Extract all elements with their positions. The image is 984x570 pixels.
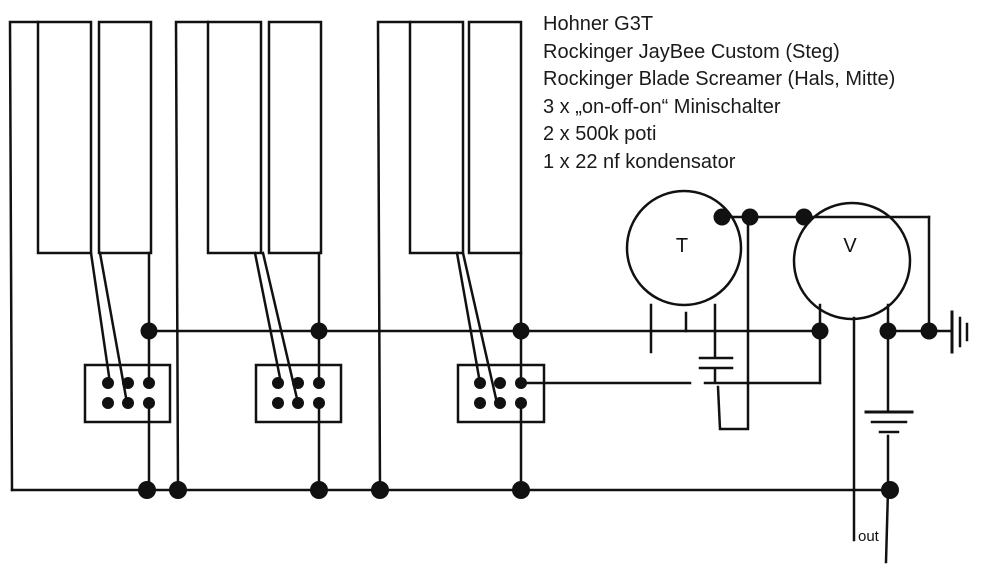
tone-pot-label: T (676, 235, 688, 257)
pickup-2-coil-a (206, 20, 263, 255)
volume-pot-label: V (843, 235, 857, 257)
output-label: out (858, 528, 880, 545)
switch-3 (456, 363, 546, 424)
pickup-3-coil-b (467, 20, 523, 255)
parts-notes: Hohner G3T Rockinger JayBee Custom (Steg… (543, 11, 895, 176)
switch-2 (254, 363, 343, 424)
note-capacitor: 1 x 22 nf kondensator (543, 150, 736, 173)
pickup-1-coil-a (36, 20, 93, 255)
pickup-3 (376, 20, 523, 492)
note-neck-middle-pickups: Rockinger Blade Screamer (Hals, Mitte) (543, 68, 896, 90)
note-pots: 2 x 500k poti (543, 123, 657, 145)
pickup-1-coil-b (97, 20, 153, 255)
switch-3-body (456, 363, 546, 424)
note-guitar-model: Hohner G3T (543, 13, 654, 35)
pickup-2 (174, 20, 323, 492)
switch-1 (83, 363, 172, 424)
switch-1-body (83, 363, 172, 424)
output-jack (864, 329, 914, 564)
capacitor (698, 215, 750, 431)
pickup-2-coil-b (267, 20, 323, 255)
solder-joints (138, 208, 938, 499)
switch-2-body (254, 363, 343, 424)
note-switches: 3 x „on-off-on“ Minischalter (543, 95, 781, 118)
note-bridge-pickup: Rockinger JayBee Custom (Steg) (543, 40, 840, 63)
pickup-1 (8, 20, 153, 492)
tone-pot (625, 189, 743, 354)
ground-symbol-icon (950, 310, 969, 354)
switch-lugs (102, 377, 527, 409)
pickup-3-coil-a (408, 20, 465, 255)
